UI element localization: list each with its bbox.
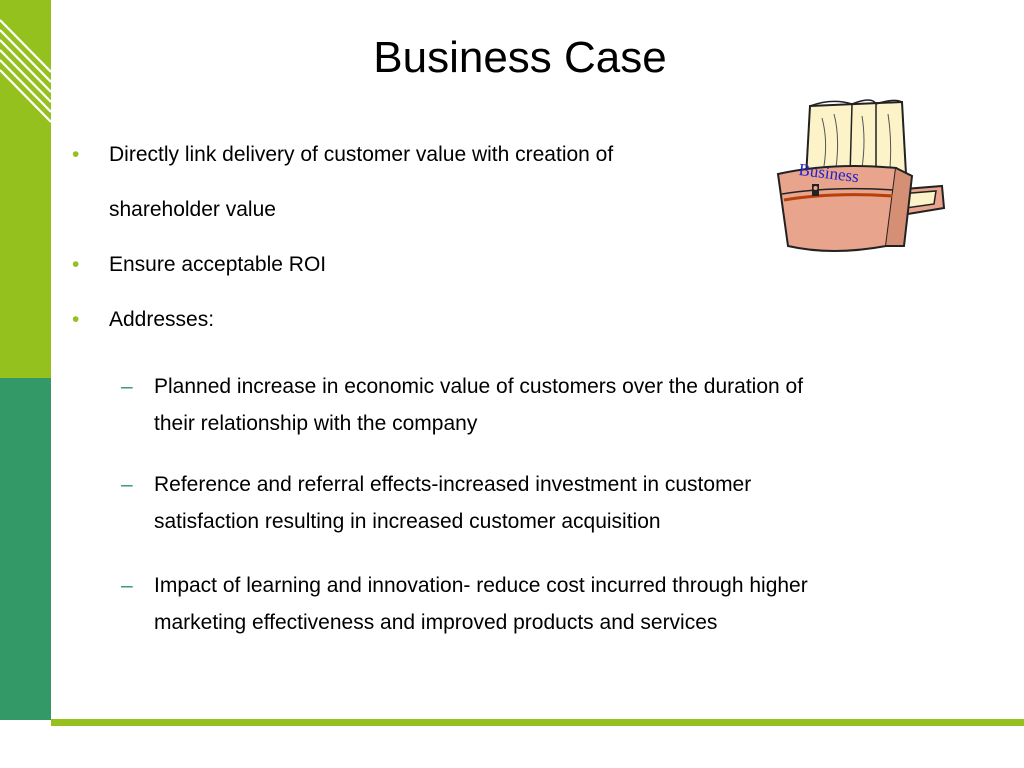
sub-bullet-text: Planned increase in economic value of cu… bbox=[154, 375, 804, 398]
bullet-item-1-continued: shareholder value bbox=[109, 196, 276, 224]
dash-marker: – bbox=[121, 375, 133, 398]
sub-bullet-text: Impact of learning and innovation- reduc… bbox=[154, 574, 808, 597]
sub-bullet-text: satisfaction resulting in increased cust… bbox=[154, 510, 661, 533]
bullet-marker: • bbox=[72, 253, 80, 276]
bullet-text: Directly link delivery of customer value… bbox=[109, 143, 614, 166]
bullet-text: Ensure acceptable ROI bbox=[109, 253, 327, 276]
bullet-item-1: • Directly link delivery of customer val… bbox=[72, 141, 614, 169]
dash-marker: – bbox=[121, 473, 133, 496]
sub-bullet-text: Reference and referral effects-increased… bbox=[154, 473, 752, 496]
bullet-marker: • bbox=[72, 143, 80, 166]
business-chest-icon bbox=[776, 99, 946, 252]
bullet-item-3: • Addresses: bbox=[72, 306, 215, 334]
bottom-accent-line bbox=[51, 719, 1024, 726]
sub-bullet-item-3: – Impact of learning and innovation- red… bbox=[121, 567, 808, 641]
bullet-marker: • bbox=[72, 308, 80, 331]
sub-bullet-text: marketing effectiveness and improved pro… bbox=[154, 611, 718, 634]
sub-bullet-item-1: – Planned increase in economic value of … bbox=[121, 368, 804, 442]
bullet-text: Addresses: bbox=[109, 308, 215, 331]
bullet-text: shareholder value bbox=[109, 198, 276, 221]
sub-bullet-text: their relationship with the company bbox=[154, 412, 478, 435]
bullet-item-2: • Ensure acceptable ROI bbox=[72, 251, 327, 279]
dash-marker: – bbox=[121, 574, 133, 597]
left-bar-green bbox=[0, 378, 51, 720]
diagonal-hatch-decoration bbox=[0, 19, 51, 123]
sub-bullet-item-2: – Reference and referral effects-increas… bbox=[121, 466, 752, 540]
slide-title: Business Case bbox=[373, 33, 667, 82]
